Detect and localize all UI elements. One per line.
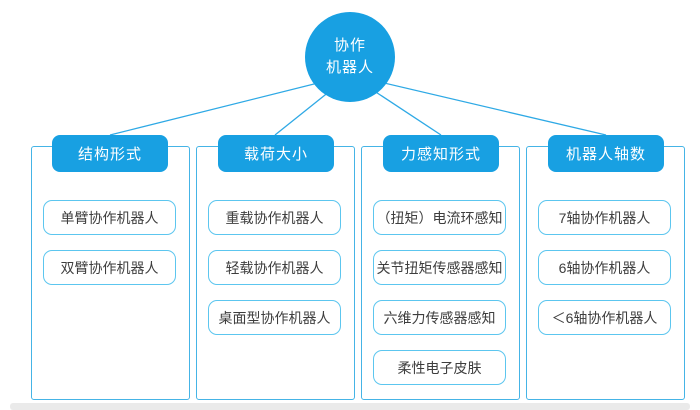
leaf-label: 桌面型协作机器人: [218, 309, 331, 326]
connector-line-structure: [109, 74, 351, 136]
leaf-label: 6轴协作机器人: [558, 259, 651, 276]
branch-header-label: 机器人轴数: [565, 146, 646, 163]
leaf-label: 轻载协作机器人: [225, 259, 324, 276]
branch-header-payload: 载荷大小: [218, 135, 334, 172]
leaf-node: 双臂协作机器人: [43, 250, 176, 285]
leaf-node: 7轴协作机器人: [538, 200, 671, 235]
leaf-label: 重载协作机器人: [225, 209, 324, 226]
branch-panel-axes: 7轴协作机器人 6轴协作机器人 ＜6轴协作机器人: [526, 146, 685, 400]
branch-header-structure: 结构形式: [52, 135, 168, 172]
root-node-label-line1: 协作: [333, 37, 366, 55]
root-node-label-line2: 机器人: [325, 59, 374, 76]
leaf-label: 单臂协作机器人: [60, 209, 159, 226]
leaf-label: 柔性电子皮肤: [397, 359, 482, 376]
leaf-label: （扭矩）电流环感知: [376, 209, 503, 226]
leaf-node: 单臂协作机器人: [43, 200, 176, 235]
leaf-node: （扭矩）电流环感知: [373, 200, 506, 235]
bottom-shadow-strip: [10, 403, 690, 410]
leaf-node: 关节扭矩传感器感知: [373, 250, 506, 285]
leaf-label: 六维力传感器感知: [383, 309, 496, 326]
branch-header-axes: 机器人轴数: [548, 135, 664, 172]
connector-line-axes: [349, 74, 607, 136]
leaf-node: ＜6轴协作机器人: [538, 300, 671, 335]
branch-header-force: 力感知形式: [383, 135, 499, 172]
leaf-label: 双臂协作机器人: [60, 259, 159, 276]
leaf-node: 重载协作机器人: [208, 200, 341, 235]
leaf-node: 桌面型协作机器人: [208, 300, 341, 335]
leaf-label: 7轴协作机器人: [558, 209, 651, 226]
leaf-node: 轻载协作机器人: [208, 250, 341, 285]
branch-panel-force: （扭矩）电流环感知 关节扭矩传感器感知 六维力传感器感知 柔性电子皮肤: [361, 146, 520, 400]
leaf-node: 6轴协作机器人: [538, 250, 671, 285]
branch-header-label: 结构形式: [77, 146, 142, 163]
leaf-label: 关节扭矩传感器感知: [376, 259, 503, 276]
root-node: 协作 机器人: [305, 12, 395, 102]
branch-panel-structure: 单臂协作机器人 双臂协作机器人: [31, 146, 190, 400]
branch-header-label: 力感知形式: [400, 146, 481, 163]
branch-panel-payload: 重载协作机器人 轻载协作机器人 桌面型协作机器人: [196, 146, 355, 400]
leaf-node: 六维力传感器感知: [373, 300, 506, 335]
leaf-label: ＜6轴协作机器人: [551, 309, 658, 326]
leaf-node: 柔性电子皮肤: [373, 350, 506, 385]
branch-header-label: 载荷大小: [243, 146, 308, 163]
